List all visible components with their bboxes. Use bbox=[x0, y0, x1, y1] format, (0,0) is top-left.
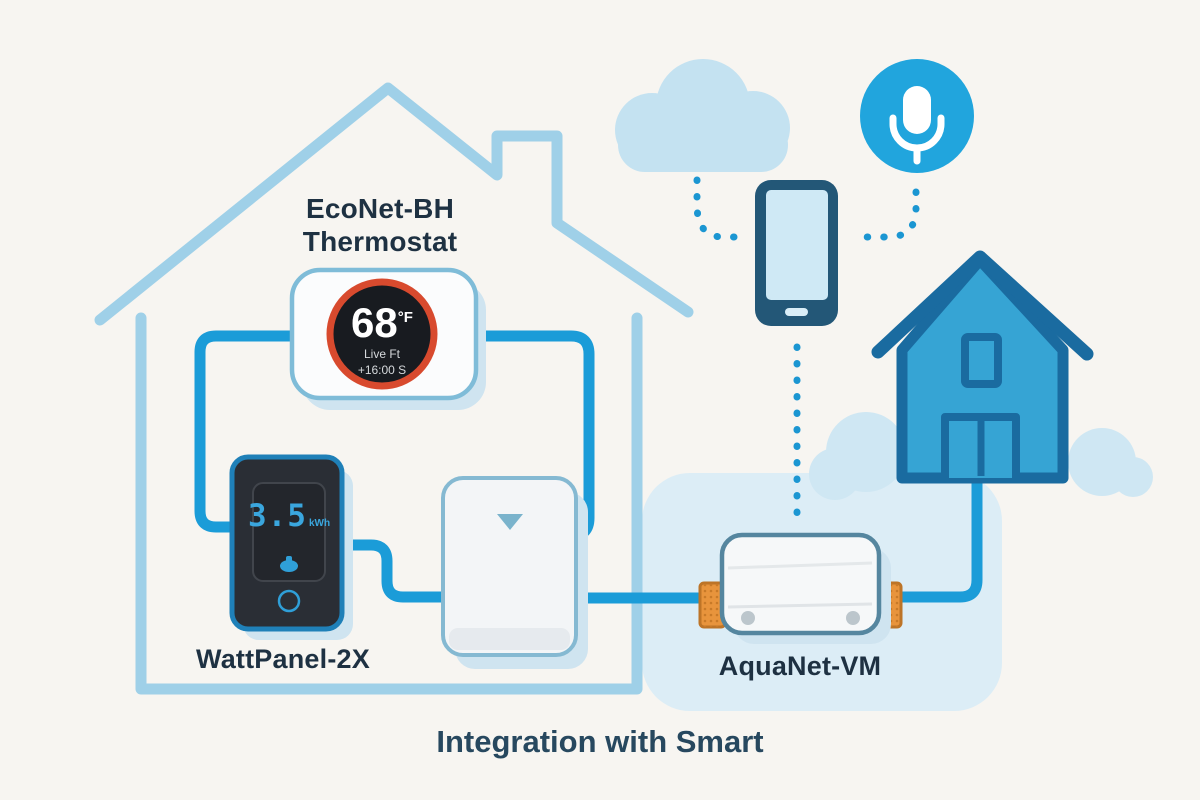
aquanet-device bbox=[698, 532, 903, 644]
dotted-mic-to-phone bbox=[848, 188, 920, 241]
hub-base-strip bbox=[449, 628, 570, 650]
thermostat-status-line1: Live Ft bbox=[363, 347, 400, 362]
aquanet-screw-right bbox=[846, 611, 860, 625]
house-window bbox=[961, 333, 1002, 388]
dotted-cloud-to-phone bbox=[693, 176, 748, 241]
wire-thermostat-to-wattpanel bbox=[194, 330, 298, 533]
aquanet-label: AquaNet-VM bbox=[718, 651, 882, 681]
house-roof bbox=[871, 250, 1094, 361]
house-outline-icon bbox=[94, 82, 694, 695]
smartphone-icon bbox=[755, 180, 838, 326]
house-outline-roof bbox=[94, 82, 694, 326]
thermostat-label-line1: EcoNet-BH bbox=[305, 193, 455, 224]
bush-left bbox=[809, 412, 906, 500]
hub-body bbox=[441, 476, 578, 657]
aquanet-crease-top bbox=[727, 561, 873, 570]
pipe-house-to-aquanet bbox=[891, 474, 983, 603]
cloud-icon bbox=[615, 59, 790, 172]
phone-screen bbox=[766, 190, 828, 300]
mic-capsule bbox=[903, 86, 931, 134]
thermostat-temperature-value: 68 bbox=[351, 299, 398, 346]
watt-panel-display: 3.5 kWh bbox=[248, 498, 330, 534]
page-title: Integration with Smart bbox=[436, 724, 764, 759]
watt-display-unit: kWh bbox=[308, 518, 331, 529]
thermostat-temperature: 68°F bbox=[322, 299, 442, 346]
smart-home-house-icon bbox=[871, 250, 1094, 484]
connection-wires bbox=[194, 330, 983, 604]
thermostat-status-line2: +16:00 S bbox=[357, 362, 407, 377]
aquanet-body bbox=[719, 532, 882, 636]
microphone-icon bbox=[860, 59, 974, 173]
hub-triangle-icon bbox=[497, 514, 523, 530]
watt-panel-label: WattPanel-2X bbox=[196, 644, 370, 674]
thermostat-display: 68°F Live Ft +16:00 S bbox=[322, 299, 442, 377]
thermostat-label-line2: Thermostat bbox=[302, 226, 458, 257]
watt-panel-screen bbox=[252, 482, 326, 582]
watt-status-icon bbox=[280, 556, 298, 572]
bush-right bbox=[1068, 428, 1153, 497]
wire-wattpanel-to-hub bbox=[337, 539, 452, 603]
thermostat-temperature-unit: °F bbox=[397, 309, 413, 326]
aquanet-crease-bottom bbox=[727, 602, 873, 609]
thermostat-label: EcoNet-BH Thermostat bbox=[260, 192, 500, 258]
aquanet-screw-left bbox=[741, 611, 755, 625]
watt-button-icon bbox=[277, 589, 301, 613]
watt-panel-device bbox=[229, 454, 353, 640]
thermostat-dial bbox=[326, 278, 438, 390]
wireless-links bbox=[693, 176, 920, 532]
thermostat-device bbox=[289, 267, 486, 410]
phone-home-button bbox=[785, 308, 808, 316]
hub-device bbox=[441, 476, 588, 669]
watt-display-value: 3.5 bbox=[247, 498, 307, 534]
house-outline-walls bbox=[135, 312, 643, 695]
